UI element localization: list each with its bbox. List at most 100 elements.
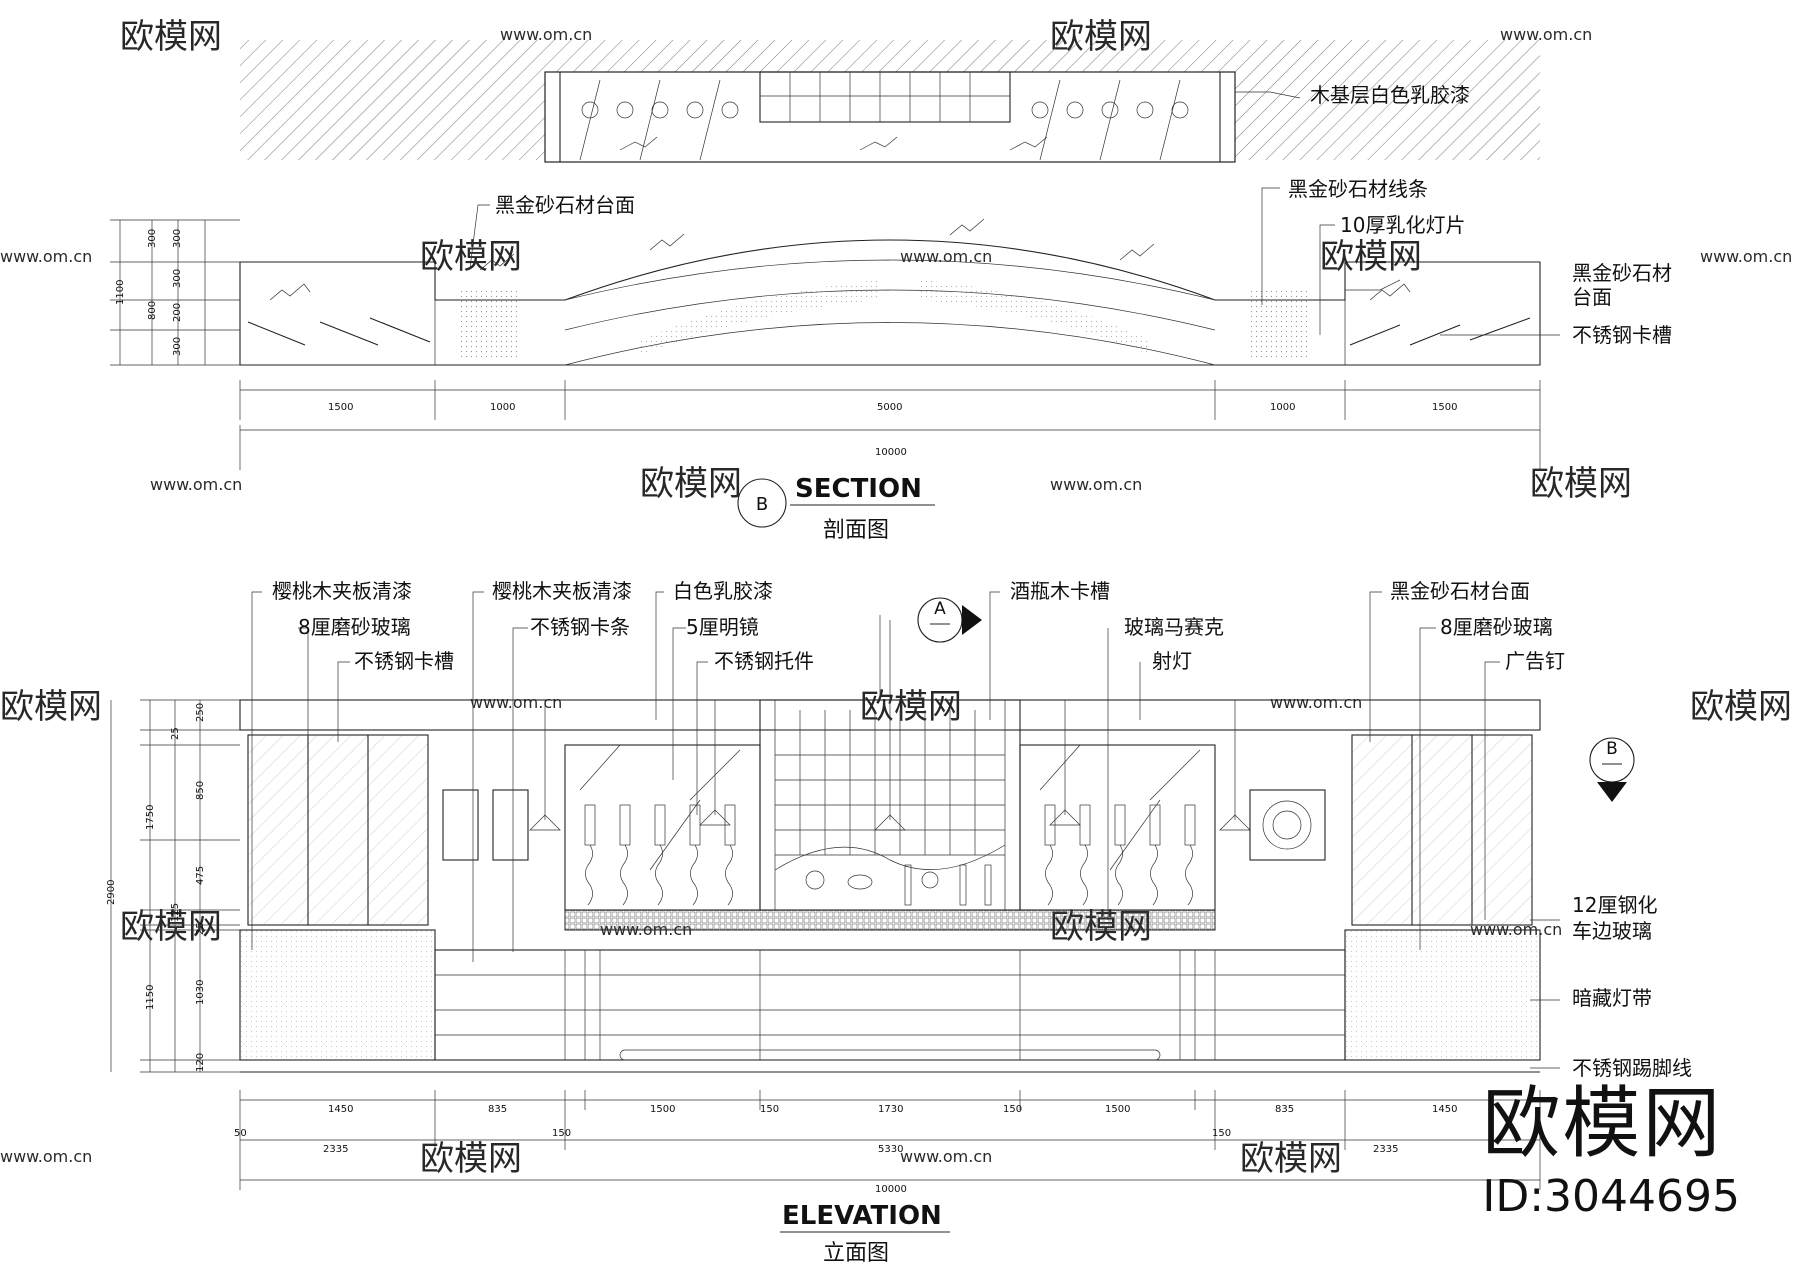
label-elevation: 酒瓶木卡槽 (1010, 579, 1110, 603)
section-title-en: SECTION (795, 474, 922, 504)
brand-id: ID:3044695 (1482, 1171, 1740, 1222)
watermark-brand: 欧模网 (1690, 687, 1792, 727)
label-section: 木基层白色乳胶漆 (1310, 83, 1470, 107)
label-section: 黑金砂石材台面 (495, 193, 635, 217)
elevation-dim-h: 150 (552, 1128, 571, 1139)
elevation-dim-total: 10000 (875, 1184, 907, 1195)
elevation-dim-v: 125 (170, 903, 181, 922)
elevation-dim-h: 1450 (1432, 1104, 1457, 1115)
watermark-brand: 欧模网 (860, 687, 962, 727)
elevation-dim-h: 50 (234, 1128, 247, 1139)
section-dim-h: 1000 (490, 402, 515, 413)
elevation-dim-v: 120 (195, 1053, 206, 1072)
label-elevation: 5厘明镜 (686, 615, 759, 639)
glass-mosaic-strip (564, 909, 1216, 931)
watermark-brand: 欧模网 (0, 687, 102, 727)
section-view: 300 300 300 200 300 800 1100 1500 1000 5… (110, 40, 1672, 543)
brand-name: 欧模网 (1482, 1079, 1723, 1169)
label-elevation: 不锈钢卡条 (530, 615, 630, 639)
elevation-dim-v: 250 (195, 703, 206, 722)
section-callout (737, 478, 787, 528)
brand-mark: 欧模网 ID:3044695 (1482, 1085, 1740, 1222)
label-elevation: 樱桃木夹板清漆 (492, 579, 632, 603)
elevation-dim-h: 1500 (1105, 1104, 1130, 1115)
elevation-dim-v: 2900 (106, 880, 117, 905)
watermark-site: www.om.cn (900, 1147, 992, 1166)
elevation-dim-v: 475 (195, 866, 206, 885)
clock-icon (1262, 800, 1312, 850)
label-elevation: 射灯 (1152, 649, 1192, 673)
watermark-brand: 欧模网 (120, 907, 222, 947)
bar-counter-front (434, 949, 1346, 1061)
elevation-dim-h: 5330 (878, 1144, 903, 1155)
elevation-callout-b-letter: B (1606, 739, 1618, 759)
ceiling-bottle-rack (759, 71, 1011, 123)
framed-picture (492, 789, 529, 861)
elevation-dim-v: 25 (195, 922, 206, 935)
elevation-view: A B 250 25 850 475 125 25 1030 120 1750 … (106, 579, 1692, 1266)
watermark-site: www.om.cn (1700, 247, 1792, 266)
section-dim-v: 1100 (115, 280, 126, 305)
label-elevation: 不锈钢卡槽 (354, 649, 454, 673)
section-dim-h: 5000 (877, 402, 902, 413)
section-dim-v: 300 (147, 229, 158, 248)
elevation-dim-h: 150 (1003, 1104, 1022, 1115)
elevation-dim-h: 150 (760, 1104, 779, 1115)
elevation-dim-v: 25 (170, 727, 181, 740)
label-section: 台面 (1572, 285, 1612, 309)
wine-bottles (584, 804, 1196, 906)
ceiling-box (544, 71, 1236, 163)
framed-clock (1249, 789, 1326, 861)
watermark-site: www.om.cn (900, 247, 992, 266)
watermark-site: www.om.cn (1270, 693, 1362, 712)
elevation-dim-h: 150 (1212, 1128, 1231, 1139)
callout-a-arrow (962, 605, 982, 635)
elevation-callout-a-letter: A (934, 599, 946, 619)
label-elevation: 车边玻璃 (1572, 919, 1652, 943)
left-mirror-panel (564, 744, 761, 911)
label-elevation: 白色乳胶漆 (673, 579, 773, 603)
watermark-site: www.om.cn (150, 475, 242, 494)
callout-b-arrow (1597, 782, 1627, 802)
label-section: 黑金砂石材 (1572, 261, 1672, 285)
section-title-cn: 剖面图 (823, 518, 889, 543)
watermark-brand: 欧模网 (1240, 1139, 1342, 1179)
elevation-dim-v: 850 (195, 781, 206, 800)
watermark-brand: 欧模网 (420, 237, 522, 277)
section-dim-v: 300 (172, 337, 183, 356)
elevation-dim-h: 835 (1275, 1104, 1294, 1115)
elevation-dim-h: 1450 (328, 1104, 353, 1115)
label-elevation: 广告钉 (1505, 649, 1565, 673)
label-elevation: 不锈钢托件 (714, 649, 814, 673)
label-elevation: 樱桃木夹板清漆 (272, 579, 412, 603)
section-callout-letter: B (756, 494, 768, 515)
label-elevation: 8厘磨砂玻璃 (298, 615, 411, 639)
label-elevation: 黑金砂石材台面 (1390, 579, 1530, 603)
elevation-dim-h: 835 (488, 1104, 507, 1115)
label-elevation: 12厘钢化 (1572, 893, 1657, 917)
elevation-title-en: ELEVATION (782, 1201, 942, 1231)
watermark-brand: 欧模网 (1320, 237, 1422, 277)
watermark-brand: 欧模网 (640, 464, 742, 504)
spotlights (529, 620, 1251, 831)
framed-picture (442, 789, 479, 861)
elevation-dim-v: 1150 (145, 985, 156, 1010)
section-dim-h: 1000 (1270, 402, 1295, 413)
elevation-dim-v: 1030 (195, 980, 206, 1005)
elevation-dim-h: 1500 (650, 1104, 675, 1115)
elevation-dim-v: 1750 (145, 805, 156, 830)
watermark-brand: 欧模网 (1530, 464, 1632, 504)
elevation-dim-h: 2335 (1373, 1144, 1398, 1155)
section-dim-h: 1500 (328, 402, 353, 413)
label-section: 10厚乳化灯片 (1340, 213, 1465, 237)
section-dim-h: 1500 (1432, 402, 1457, 413)
elevation-title-cn: 立面图 (823, 1241, 889, 1266)
section-dim-total: 10000 (875, 447, 907, 458)
label-elevation: 8厘磨砂玻璃 (1440, 615, 1553, 639)
section-dim-v: 800 (147, 301, 158, 320)
watermark-site: www.om.cn (470, 693, 562, 712)
watermark-site: www.om.cn (500, 25, 592, 44)
section-dim-v: 300 (172, 269, 183, 288)
watermark-brand: 欧模网 (120, 17, 222, 57)
